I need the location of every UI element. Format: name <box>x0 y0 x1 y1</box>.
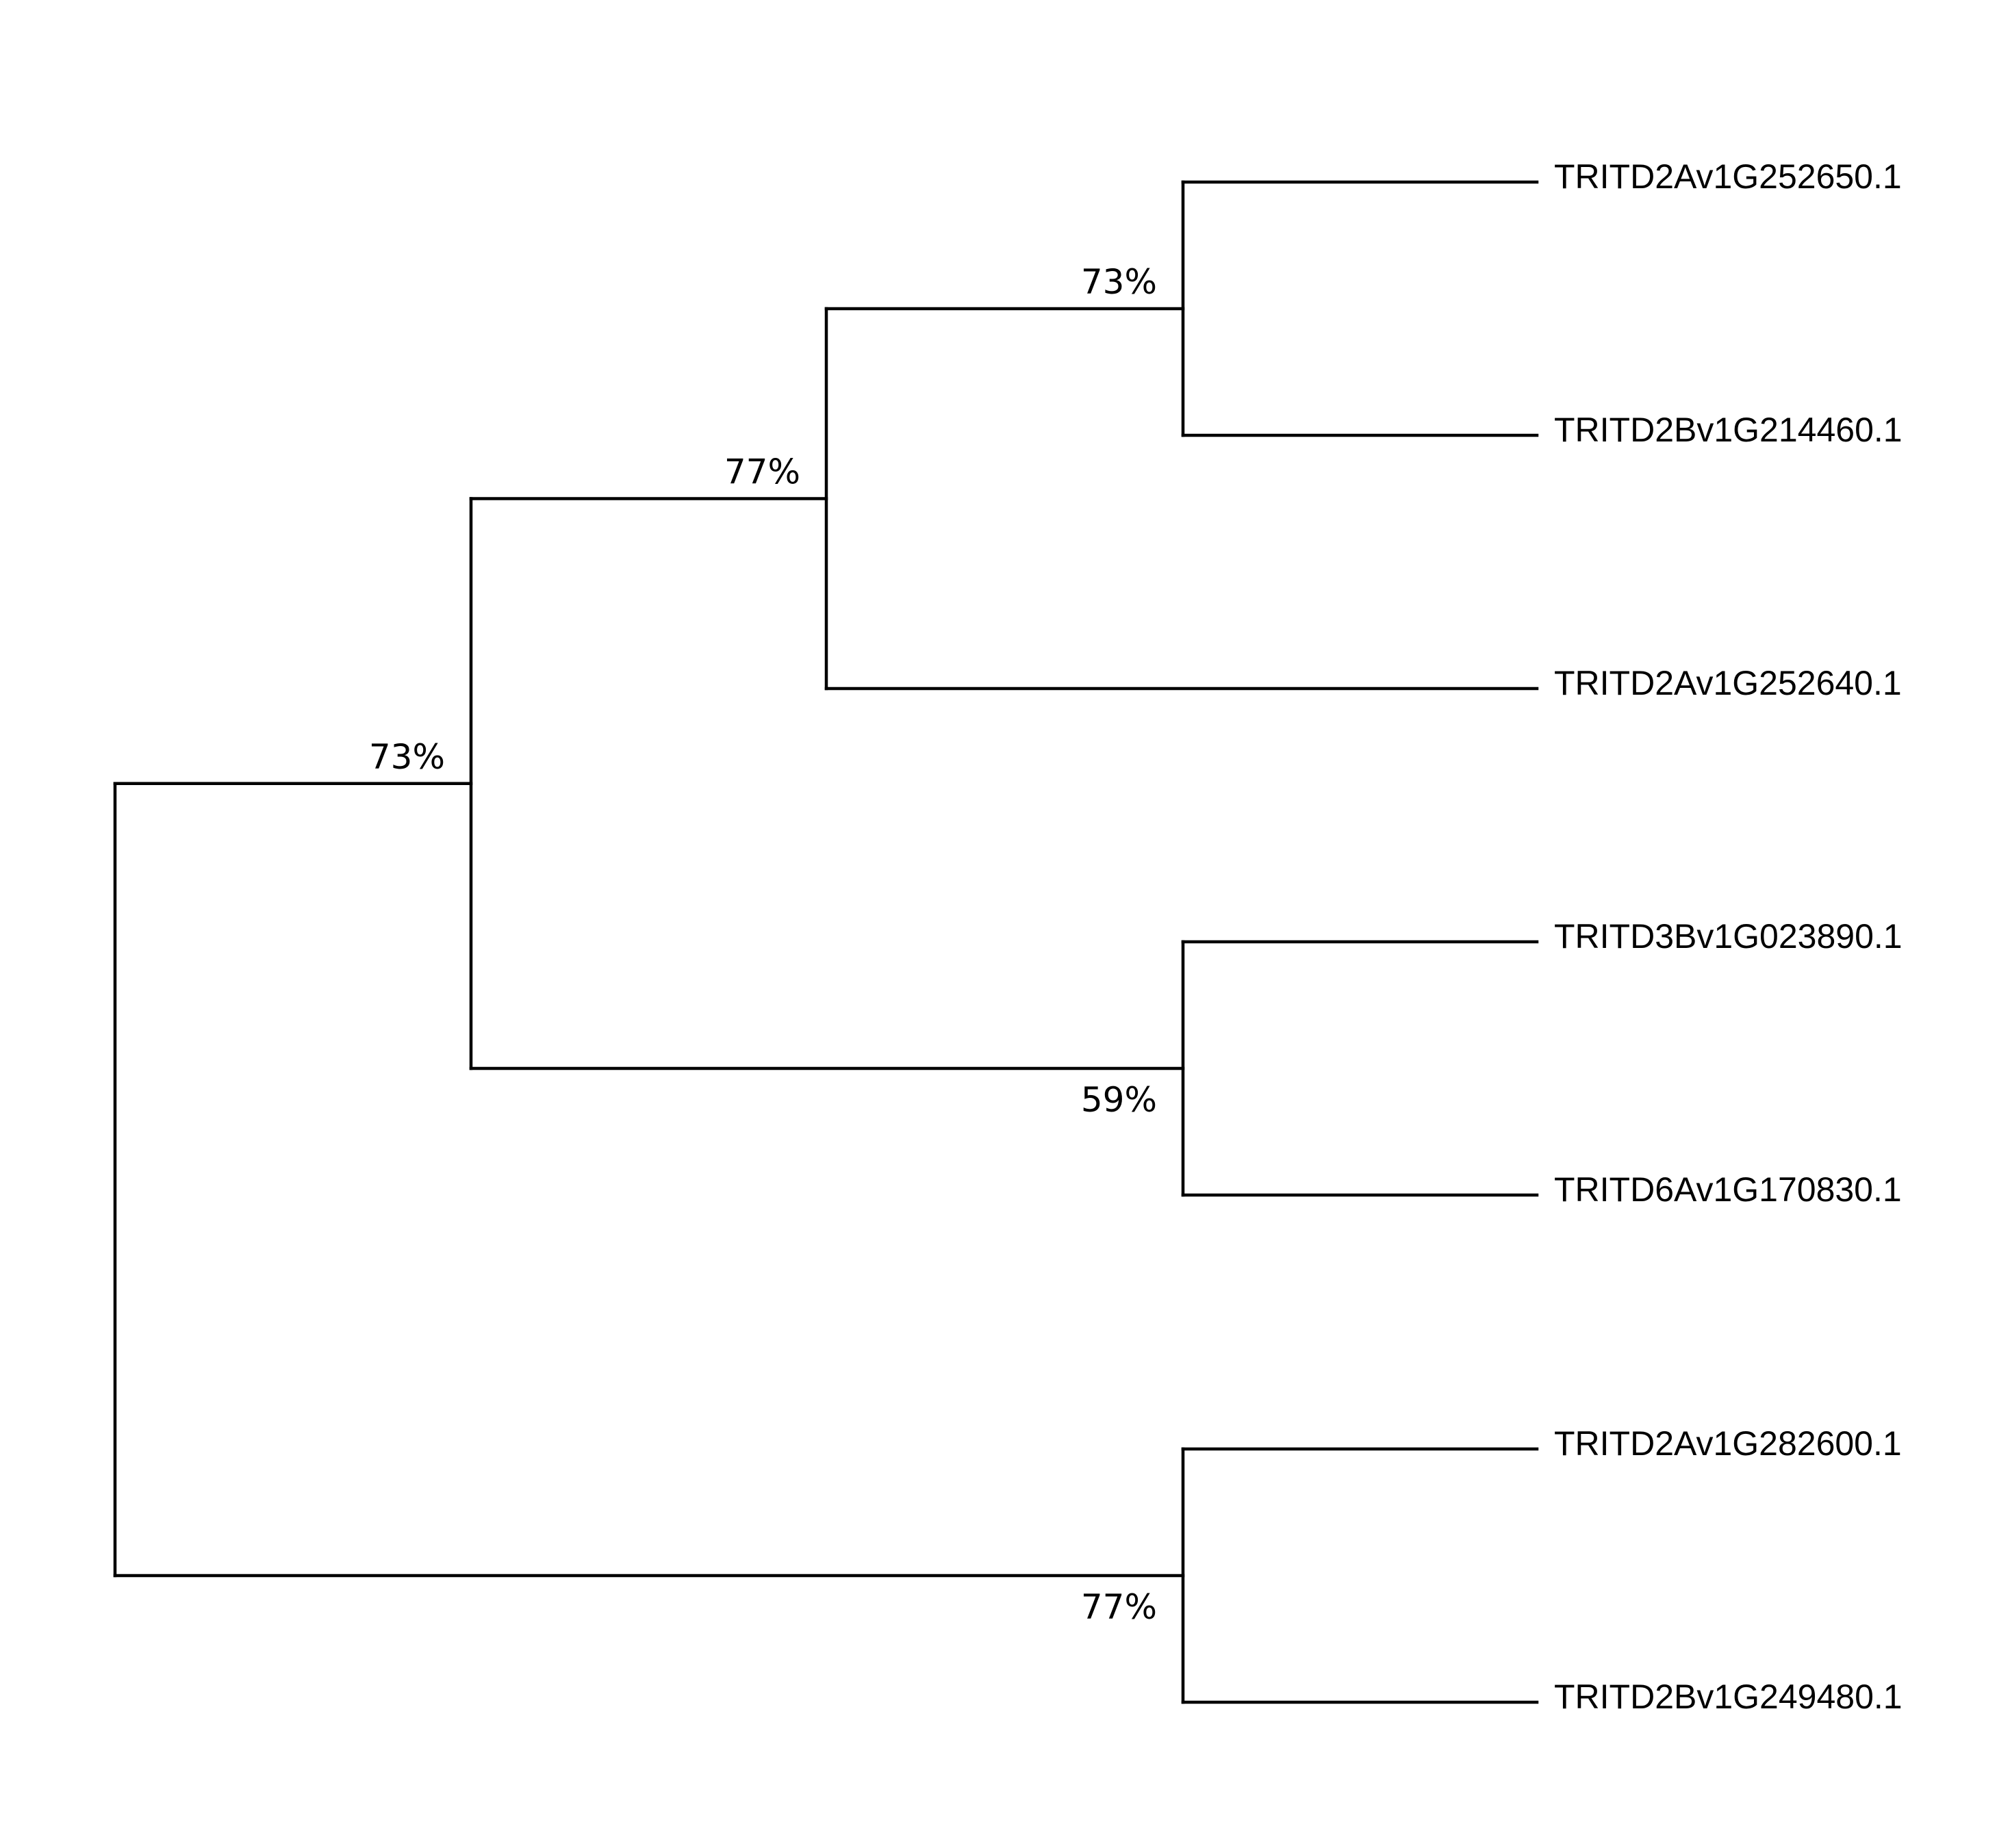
leaf-label-L7: TRITD2Bv1G249480.1 <box>1554 1678 1903 1716</box>
support-values: 73% 77% 59% 73% 77% <box>369 262 1157 1627</box>
leaf-label-L6: TRITD2Av1G282600.1 <box>1554 1424 1902 1463</box>
leaf-label-L3: TRITD2Av1G252640.1 <box>1554 664 1902 702</box>
support-value-N_L1_L5: 73% <box>369 737 445 777</box>
support-value-N_L6_L7: 77% <box>1081 1587 1157 1627</box>
leaf-label-L5: TRITD6Av1G170830.1 <box>1554 1170 1902 1209</box>
leaf-labels: TRITD2Av1G252650.1TRITD2Bv1G214460.1TRIT… <box>1554 157 1903 1716</box>
support-value-N_L1_L3: 77% <box>724 452 800 492</box>
support-value-N_L1_L2: 73% <box>1081 262 1157 302</box>
leaf-label-L1: TRITD2Av1G252650.1 <box>1554 157 1902 196</box>
support-value-N_L4_L5: 59% <box>1081 1080 1157 1120</box>
leaf-label-L2: TRITD2Bv1G214460.1 <box>1554 411 1903 449</box>
leaf-label-L4: TRITD3Bv1G023890.1 <box>1554 917 1903 955</box>
tree-branches <box>113 180 1539 1704</box>
